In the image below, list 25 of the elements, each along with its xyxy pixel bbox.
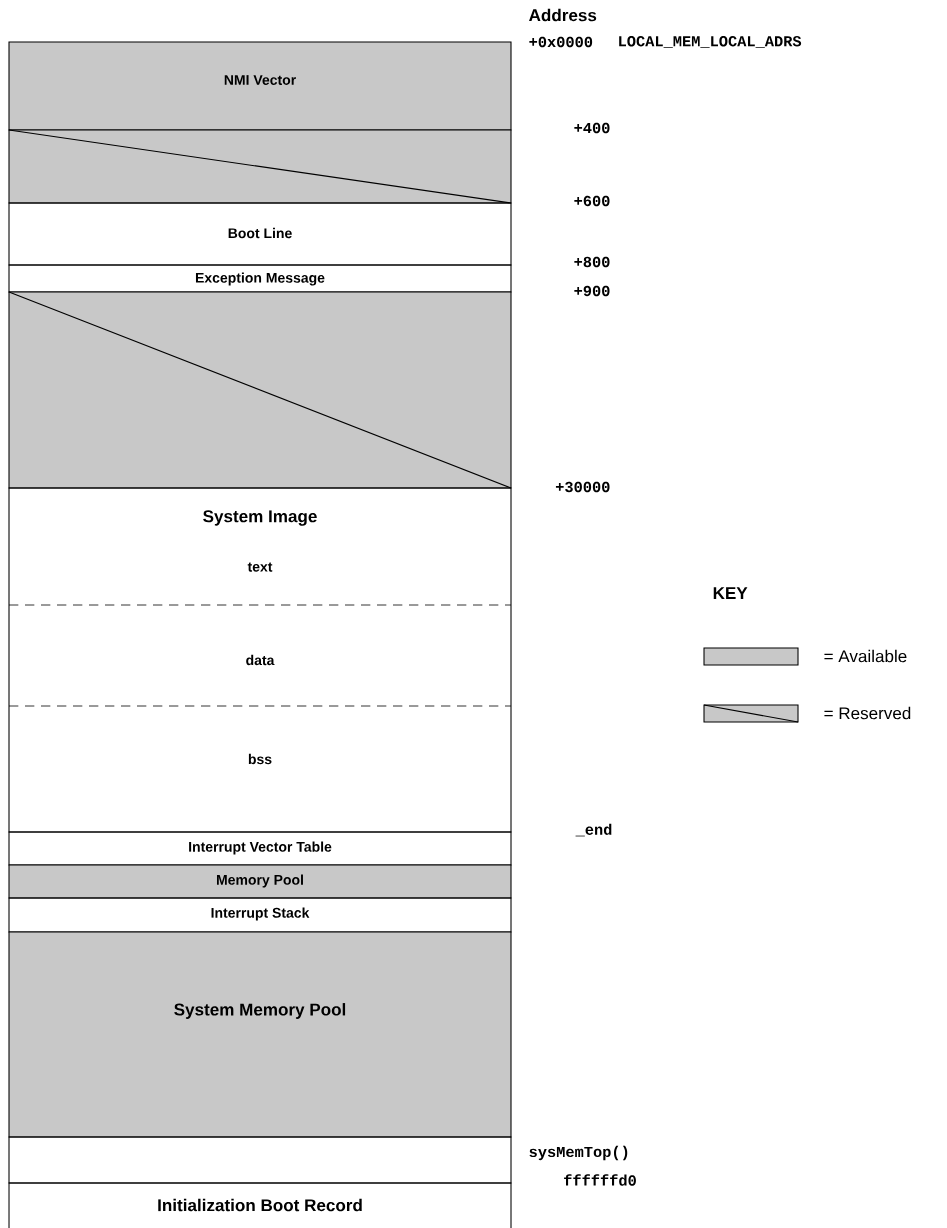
address-label: ffffffd0 [564, 1174, 636, 1186]
memory-region: Initialization Boot Record [8, 1182, 512, 1228]
address-label: +900 [574, 285, 610, 297]
memory-region [8, 1136, 512, 1184]
section-label: text [247, 562, 273, 572]
address-label: +400 [574, 122, 610, 134]
address-label: +800 [574, 256, 610, 268]
address-label: _end [575, 823, 612, 837]
heading: KEY [713, 587, 748, 599]
address-label: +30000 [555, 481, 610, 493]
legend-label: = Reserved [824, 706, 911, 720]
memory-region: NMI Vector [8, 41, 512, 131]
heading: Address [529, 8, 597, 22]
address-label: sysMemTop() [529, 1145, 628, 1161]
address-label: LOCAL_MEM_LOCAL_ADRS [619, 36, 802, 48]
memory-region: Memory Pool [8, 864, 512, 899]
section-label: data [246, 654, 275, 666]
legend-label: = Available [824, 649, 907, 663]
reserved-region [8, 129, 512, 204]
address-label: +0x0000 [529, 36, 593, 48]
section-label: bss [248, 753, 272, 765]
reserved-region [8, 291, 512, 489]
address-label: +600 [574, 195, 610, 207]
memory-region: System Memory Pool [8, 931, 512, 1138]
memory-region: Boot Line [8, 202, 512, 266]
